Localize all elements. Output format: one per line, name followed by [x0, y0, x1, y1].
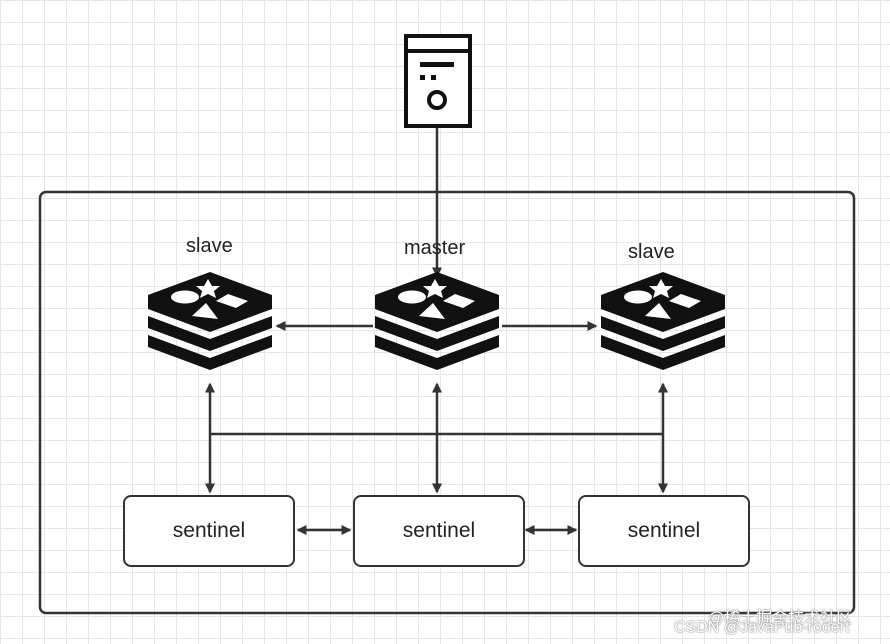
watermark-line-2: CSDN @JavaPub-rodert — [674, 619, 850, 636]
sentinel-box-3: sentinel — [578, 495, 750, 567]
slave-left-redis-icon — [148, 272, 272, 370]
master-redis-icon — [375, 272, 499, 370]
slave-right-label: slave — [628, 241, 675, 263]
master-label: master — [404, 237, 466, 259]
cluster-container — [38, 190, 856, 615]
sentinel-box-2: sentinel — [353, 495, 525, 567]
watermark-line-1: @稀土掘金技术社区 — [708, 610, 853, 627]
sentinel-box-1: sentinel — [123, 495, 295, 567]
slave-left-label: slave — [186, 235, 233, 257]
slave-right-redis-icon — [601, 272, 725, 370]
client-server-icon — [404, 34, 472, 128]
